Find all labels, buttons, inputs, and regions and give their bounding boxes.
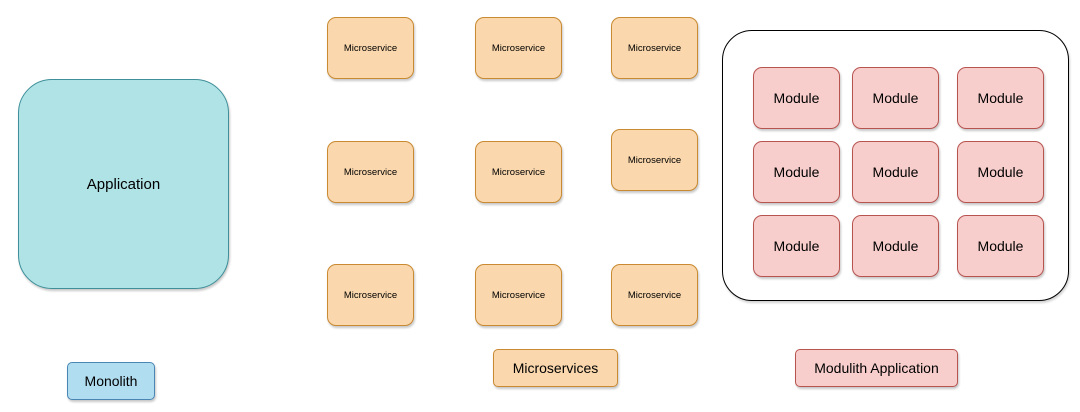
- microservice-label: Microservice: [343, 166, 398, 178]
- application-label: Application: [86, 175, 161, 193]
- microservice-box: Microservice: [327, 264, 414, 326]
- microservice-label: Microservice: [627, 42, 682, 54]
- module-box: Module: [957, 215, 1044, 277]
- microservice-box: Microservice: [611, 17, 698, 79]
- module-box: Module: [957, 67, 1044, 129]
- module-box: Module: [852, 215, 939, 277]
- module-box: Module: [753, 141, 840, 203]
- module-box: Module: [852, 67, 939, 129]
- module-label: Module: [977, 238, 1024, 254]
- monolith-legend-label: Monolith: [84, 373, 138, 389]
- microservice-label: Microservice: [491, 166, 546, 178]
- microservice-label: Microservice: [343, 289, 398, 301]
- module-label: Module: [773, 164, 820, 180]
- module-box: Module: [957, 141, 1044, 203]
- microservice-box: Microservice: [327, 141, 414, 203]
- microservice-box: Microservice: [611, 264, 698, 326]
- module-label: Module: [773, 90, 820, 106]
- microservices-legend-label: Microservices: [512, 360, 599, 376]
- module-label: Module: [872, 238, 919, 254]
- monolith-legend: Monolith: [67, 362, 155, 400]
- microservice-label: Microservice: [491, 42, 546, 54]
- microservice-box: Microservice: [475, 141, 562, 203]
- monolith-application-box: Application: [18, 79, 229, 289]
- module-label: Module: [977, 90, 1024, 106]
- module-box: Module: [753, 67, 840, 129]
- module-label: Module: [872, 164, 919, 180]
- microservice-label: Microservice: [343, 42, 398, 54]
- module-label: Module: [977, 164, 1024, 180]
- microservice-box: Microservice: [327, 17, 414, 79]
- microservice-box: Microservice: [475, 17, 562, 79]
- modulith-legend: Modulith Application: [795, 349, 958, 387]
- microservices-legend: Microservices: [493, 349, 618, 387]
- module-label: Module: [773, 238, 820, 254]
- modulith-legend-label: Modulith Application: [814, 360, 939, 376]
- module-label: Module: [872, 90, 919, 106]
- microservice-label: Microservice: [491, 289, 546, 301]
- microservice-box: Microservice: [611, 129, 698, 191]
- microservice-label: Microservice: [627, 289, 682, 301]
- module-box: Module: [753, 215, 840, 277]
- module-box: Module: [852, 141, 939, 203]
- microservice-box: Microservice: [475, 264, 562, 326]
- microservice-label: Microservice: [627, 154, 682, 166]
